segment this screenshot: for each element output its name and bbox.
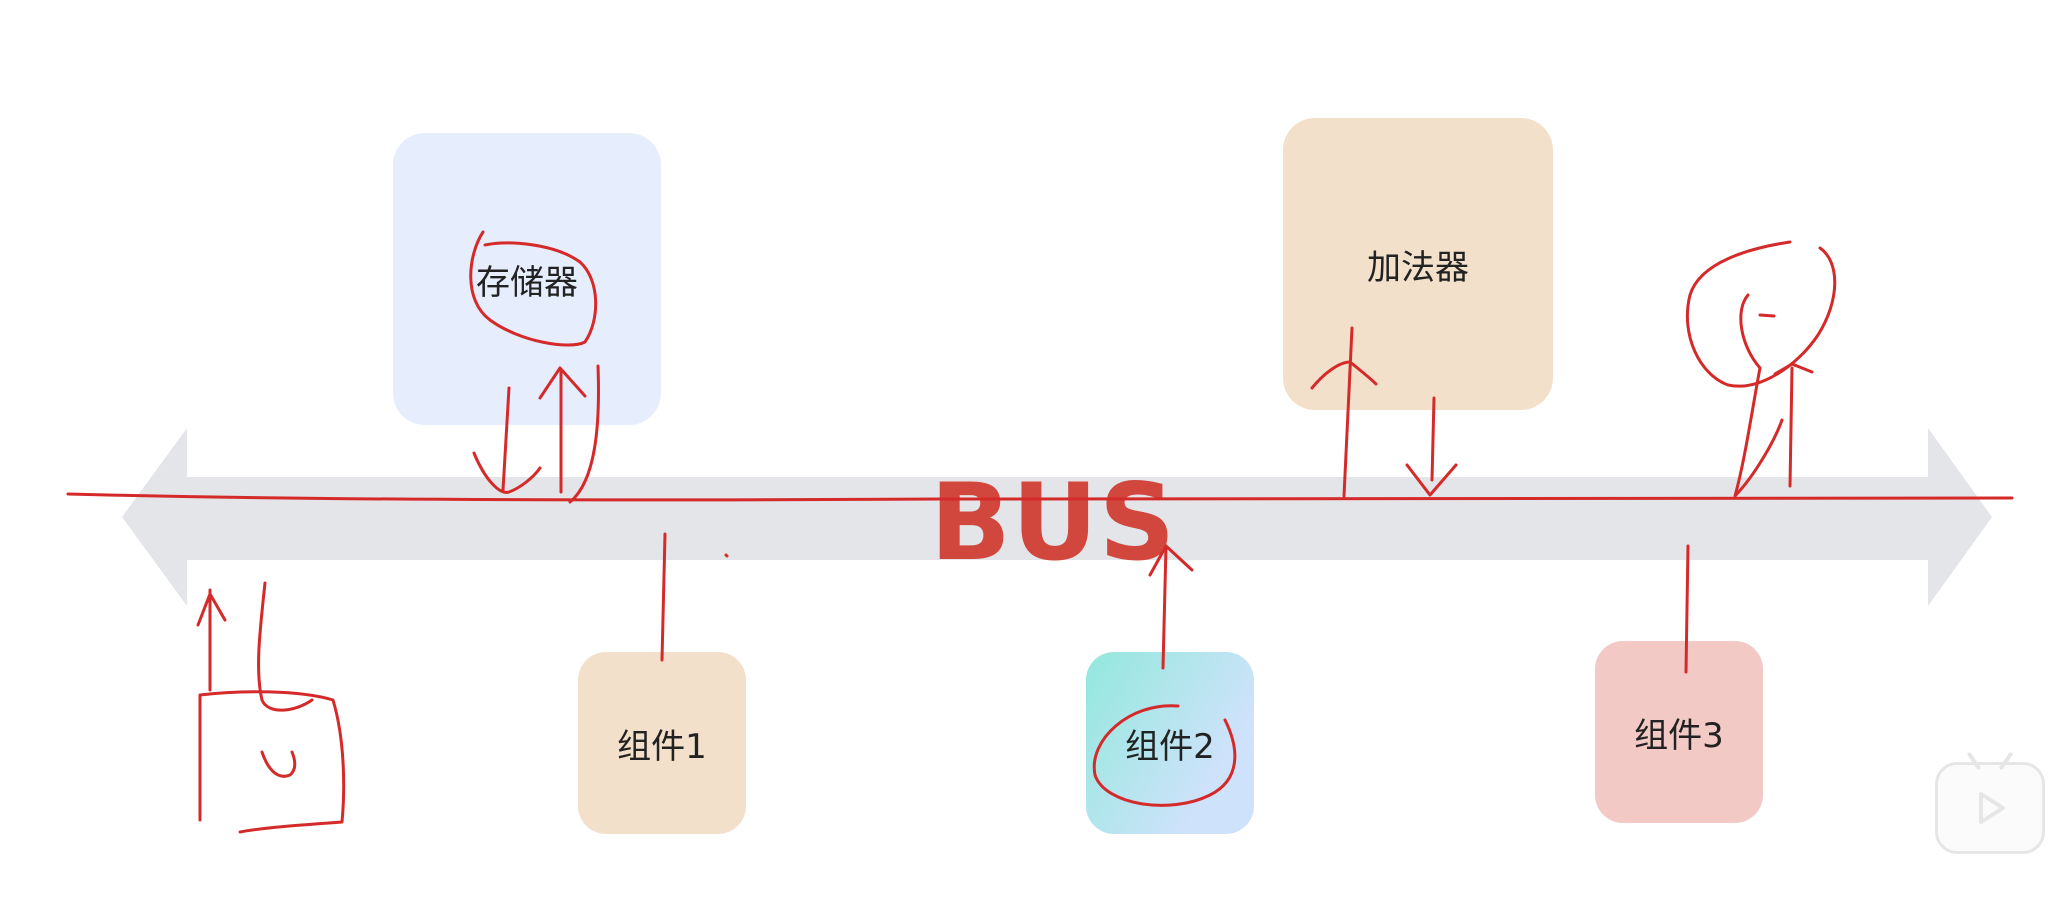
annotation-right-loop xyxy=(1685,240,1837,388)
adder-label: 加法器 xyxy=(1367,247,1469,288)
annotation-left-squiggle xyxy=(260,750,297,778)
bus-label: BUS xyxy=(930,461,1177,584)
annotation-adder-down-arrow xyxy=(1405,396,1458,497)
component3-box: 组件3 xyxy=(1595,641,1763,823)
memory-label: 存储器 xyxy=(476,262,578,303)
annotation-component1-line xyxy=(660,532,667,662)
annotation-left-up-arrow xyxy=(196,588,227,692)
component1-label: 组件1 xyxy=(617,726,707,767)
play-button-ear-left xyxy=(1966,751,1982,771)
play-button[interactable] xyxy=(1935,751,2045,854)
play-button-ear-right xyxy=(1998,751,2014,771)
component1-box: 组件1 xyxy=(578,652,746,834)
adder-box: 加法器 xyxy=(1283,118,1553,410)
annotation-right-up-arrow xyxy=(1773,362,1814,488)
memory-box: 存储器 xyxy=(393,133,661,425)
component3-label: 组件3 xyxy=(1634,715,1724,756)
component2-box: 组件2 xyxy=(1086,652,1254,834)
annotation-right-down-stroke xyxy=(1733,366,1784,498)
annotation-left-stroke xyxy=(257,581,314,712)
component2-label: 组件2 xyxy=(1125,726,1215,767)
annotation-dot xyxy=(724,553,729,558)
play-icon xyxy=(1979,792,2005,824)
annotation-right-inner-stroke xyxy=(1739,293,1762,370)
annotation-left-box xyxy=(198,690,346,834)
annotation-right-dash xyxy=(1758,313,1776,318)
